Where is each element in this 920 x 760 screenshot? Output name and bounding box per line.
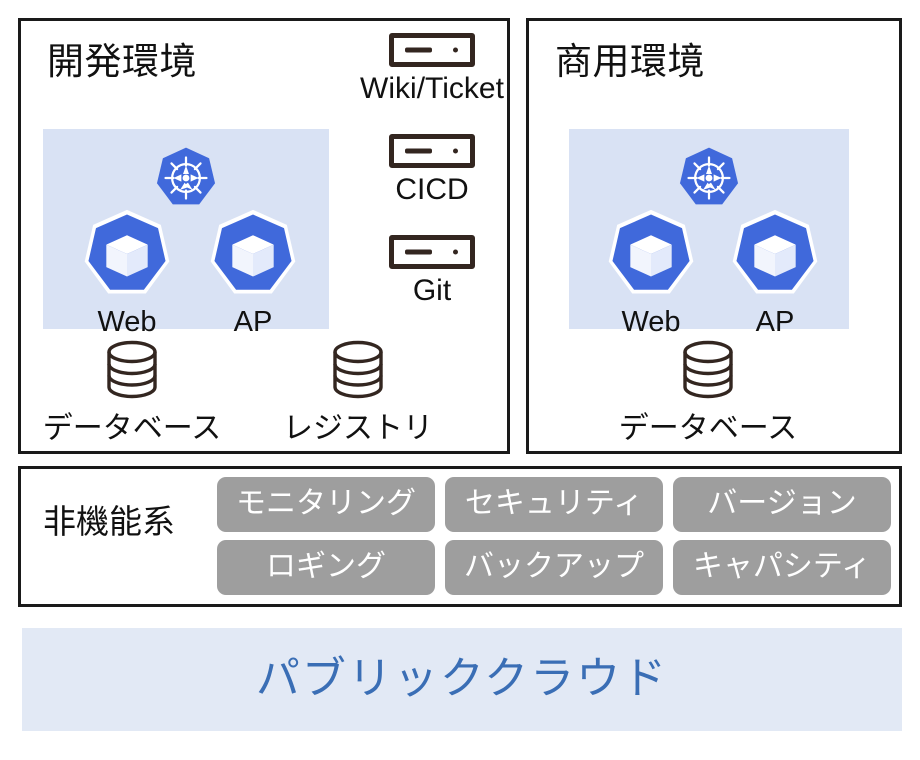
dev-node-ap-label: AP bbox=[233, 306, 273, 338]
prod-cluster-zone: Web AP bbox=[569, 129, 849, 337]
prod-node-web-label: Web bbox=[621, 306, 681, 338]
dev-registry-label: レジストリ bbox=[283, 412, 433, 445]
dev-node-ap: AP bbox=[193, 207, 313, 337]
public-cloud-band: パブリッククラウド bbox=[22, 628, 902, 731]
tool-git: Git bbox=[357, 235, 507, 306]
server-dot-glyph bbox=[453, 249, 458, 255]
prod-kubernetes-icon bbox=[676, 145, 742, 216]
non-functional-label: 非機能系 bbox=[43, 503, 175, 540]
prod-environment-title: 商用環境 bbox=[555, 41, 705, 82]
pill-security[interactable]: セキュリティ bbox=[445, 477, 663, 532]
pill-capacity[interactable]: キャパシティ bbox=[673, 540, 891, 595]
container-icon bbox=[732, 209, 818, 294]
server-bar-glyph bbox=[405, 249, 432, 255]
public-cloud-label: パブリッククラウド bbox=[255, 653, 669, 703]
container-icon bbox=[84, 209, 170, 294]
pill-backup[interactable]: バックアップ bbox=[445, 540, 663, 595]
container-icon bbox=[210, 209, 296, 294]
dev-environment-panel: 開発環境 bbox=[18, 18, 510, 454]
database-icon bbox=[333, 340, 383, 399]
tool-wiki-ticket: Wiki/Ticket bbox=[357, 33, 507, 104]
pill-version[interactable]: バージョン bbox=[673, 477, 891, 532]
server-bar-glyph bbox=[405, 148, 432, 154]
tool-wiki-ticket-label: Wiki/Ticket bbox=[360, 72, 504, 105]
dev-database: データベース bbox=[17, 339, 247, 444]
server-dot-glyph bbox=[453, 47, 458, 53]
non-functional-pill-grid: モニタリング セキュリティ バージョン ロギング バックアップ キャパシティ bbox=[217, 477, 893, 603]
dev-environment-title: 開発環境 bbox=[47, 41, 197, 82]
pill-logging[interactable]: ロギング bbox=[217, 540, 435, 595]
non-functional-row: ロギング バックアップ キャパシティ bbox=[217, 540, 893, 595]
tool-git-label: Git bbox=[412, 274, 452, 307]
tool-cicd-label: CICD bbox=[395, 173, 469, 206]
container-icon bbox=[608, 209, 694, 294]
tool-cicd: CICD bbox=[357, 134, 507, 205]
prod-environment-panel: 商用環境 bbox=[526, 18, 902, 454]
dev-database-label: データベース bbox=[42, 412, 222, 445]
database-icon bbox=[107, 340, 157, 399]
prod-database-label: データベース bbox=[618, 412, 798, 445]
server-icon bbox=[389, 134, 475, 168]
server-dot-glyph bbox=[453, 148, 458, 154]
dev-registry: レジストリ bbox=[243, 339, 473, 444]
server-icon bbox=[389, 33, 475, 67]
pill-monitoring[interactable]: モニタリング bbox=[217, 477, 435, 532]
non-functional-panel: 非機能系 モニタリング セキュリティ バージョン ロギング バックアップ キャパ… bbox=[18, 466, 902, 607]
dev-kubernetes-icon bbox=[153, 145, 219, 216]
prod-node-web: Web bbox=[591, 207, 711, 337]
dev-node-web: Web bbox=[67, 207, 187, 337]
prod-node-ap-label: AP bbox=[755, 306, 795, 338]
prod-node-ap: AP bbox=[715, 207, 835, 337]
dev-cluster-zone: Web AP bbox=[43, 129, 329, 337]
dev-node-web-label: Web bbox=[97, 306, 157, 338]
database-icon bbox=[683, 340, 733, 399]
prod-database: データベース bbox=[593, 339, 823, 444]
non-functional-row: モニタリング セキュリティ バージョン bbox=[217, 477, 893, 532]
server-icon bbox=[389, 235, 475, 269]
server-bar-glyph bbox=[405, 47, 432, 53]
